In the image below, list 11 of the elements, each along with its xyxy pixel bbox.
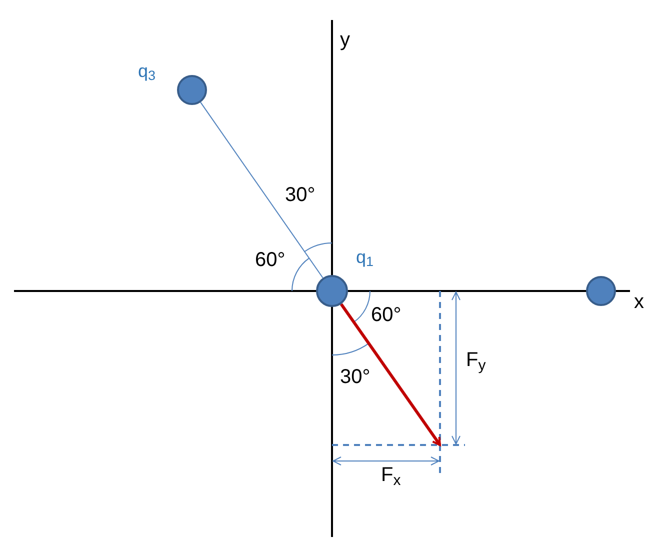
force-arrow <box>340 303 442 446</box>
dimension-label: F$_{x}$ <box>381 465 401 485</box>
axis-label: x <box>634 292 644 312</box>
charge-label: q$_{3}$ <box>138 62 156 80</box>
connector-line <box>200 102 324 278</box>
angle-label: 30° <box>285 185 316 205</box>
angle-label: 60° <box>255 250 286 270</box>
angle-label: 60° <box>371 305 402 325</box>
charge-label: q$_{1}$ <box>356 248 374 266</box>
axis-label: y <box>340 30 350 50</box>
angle-label: 30° <box>340 367 370 387</box>
